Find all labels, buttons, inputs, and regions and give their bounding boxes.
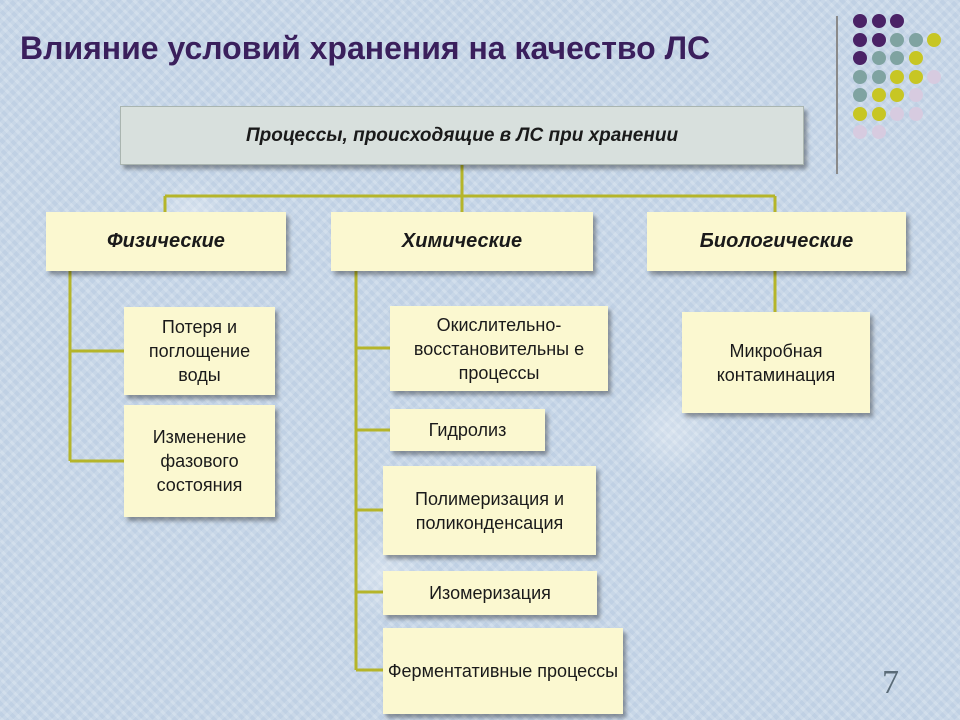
decorative-dot: [871, 88, 886, 102]
process-redox: Окислительно-восстановительны е процессы: [390, 306, 608, 391]
decorative-dot: [890, 69, 904, 84]
process-water-loss: Потеря и поглощение воды: [124, 307, 275, 395]
process-polymerization: Полимеризация и поликонденсация: [383, 466, 596, 555]
decorative-dot: [853, 69, 867, 84]
decorative-dot: [908, 88, 923, 102]
process-enzymatic: Ферментативные процессы: [383, 628, 623, 714]
decorative-divider: [836, 16, 838, 174]
decorative-dot: [853, 32, 867, 47]
decorative-dot: [853, 106, 867, 121]
decorative-dot: [890, 106, 904, 121]
category-chemical: Химические: [331, 212, 593, 271]
process-hydrolysis: Гидролиз: [390, 409, 545, 451]
decorative-dot: [853, 88, 867, 102]
category-chemical-label: Химические: [401, 230, 523, 252]
process-label: Изменение фазового состояния: [152, 427, 247, 495]
process-label: Окислительно-восстановительны е процессы: [413, 314, 585, 383]
decorative-dot: [871, 51, 886, 65]
decorative-dot: [927, 69, 941, 84]
slide-title: Влияние условий хранения на качество ЛС: [20, 30, 711, 66]
category-biological: Биологические: [647, 212, 906, 271]
decorative-dot: [890, 32, 904, 47]
decorative-dot: [890, 51, 904, 65]
root-node: Процессы, происходящие в ЛС при хранении: [120, 106, 804, 165]
process-microbial-contamination: Микробная контаминация: [682, 312, 870, 413]
decorative-dot: [908, 51, 923, 65]
decorative-dot: [908, 69, 923, 84]
decorative-dot: [853, 51, 867, 65]
process-label: Потеря и поглощение воды: [148, 317, 251, 385]
decorative-dot: [871, 125, 886, 139]
process-phase-change: Изменение фазового состояния: [124, 405, 275, 517]
category-physical-label: Физические: [107, 230, 225, 252]
category-biological-label: Биологические: [699, 230, 854, 252]
slide-number: 7: [882, 664, 899, 701]
decorative-dot: [908, 32, 923, 47]
root-node-label: Процессы, происходящие в ЛС при хранении: [245, 124, 679, 146]
decorative-dot: [871, 32, 886, 47]
decorative-dot: [853, 14, 867, 28]
process-label: Гидролиз: [428, 420, 507, 440]
process-label: Ферментативные процессы: [387, 661, 619, 681]
decorative-dot: [853, 125, 867, 139]
category-physical: Физические: [46, 212, 286, 271]
decorative-dot: [927, 32, 941, 47]
decorative-dot: [908, 106, 923, 121]
decorative-dot: [871, 14, 886, 28]
decorative-dot: [890, 88, 904, 102]
process-isomerization: Изомеризация: [383, 571, 597, 615]
decorative-dot: [890, 14, 904, 28]
process-label: Микробная контаминация: [716, 340, 836, 385]
decorative-dot: [871, 106, 886, 121]
process-label: Изомеризация: [429, 583, 551, 603]
decorative-dot: [871, 69, 886, 84]
process-label: Полимеризация и поликонденсация: [415, 488, 564, 533]
